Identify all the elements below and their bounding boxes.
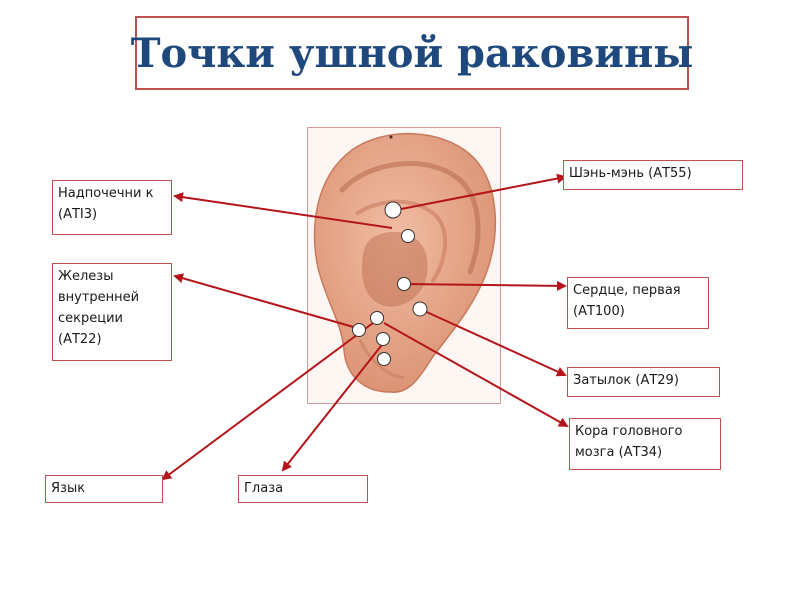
arrow-endocrine (173, 273, 358, 329)
arrow-heart (403, 280, 567, 291)
arrow-adrenal (173, 192, 393, 229)
ear-antihelix (354, 199, 448, 284)
arrow-tongue (161, 319, 378, 481)
point-eyes (377, 352, 391, 366)
ear-illustration (313, 133, 497, 393)
page-title: Точки ушной раковины (130, 29, 694, 77)
label-shenmen: Шэнь-мэнь (АТ55) (563, 160, 743, 190)
arrow-eyes (281, 340, 386, 472)
point-occiput (412, 301, 428, 317)
point-shenmen (384, 201, 402, 219)
arrow-cortex (383, 322, 569, 427)
label-heart: Сердце, первая (АТ100) (567, 277, 709, 329)
arrow-shenmen (395, 173, 567, 211)
label-tongue: Язык (45, 475, 163, 503)
point-endocrine (352, 323, 366, 337)
label-eyes: Глаза (238, 475, 368, 503)
point-adrenal (401, 229, 415, 243)
point-cortex (370, 311, 384, 325)
label-endocrine: Железы внутренней секреции (АТ22) (52, 263, 172, 361)
label-occiput: Затылок (АТ29) (567, 367, 720, 397)
title-box: Точки ушной раковины (131, 16, 693, 90)
arrow-occiput (419, 308, 567, 377)
point-tongue (376, 332, 390, 346)
ear-helix-fold (339, 161, 481, 275)
label-cortex: Кора головного мозга (АТ34) (569, 418, 721, 470)
point-heart (397, 277, 411, 291)
label-adrenal: Надпочечни к (АТI3) (52, 180, 172, 235)
acupoints (352, 201, 428, 366)
ear-concha (362, 231, 428, 307)
ear-lobe-shadow (358, 339, 405, 380)
